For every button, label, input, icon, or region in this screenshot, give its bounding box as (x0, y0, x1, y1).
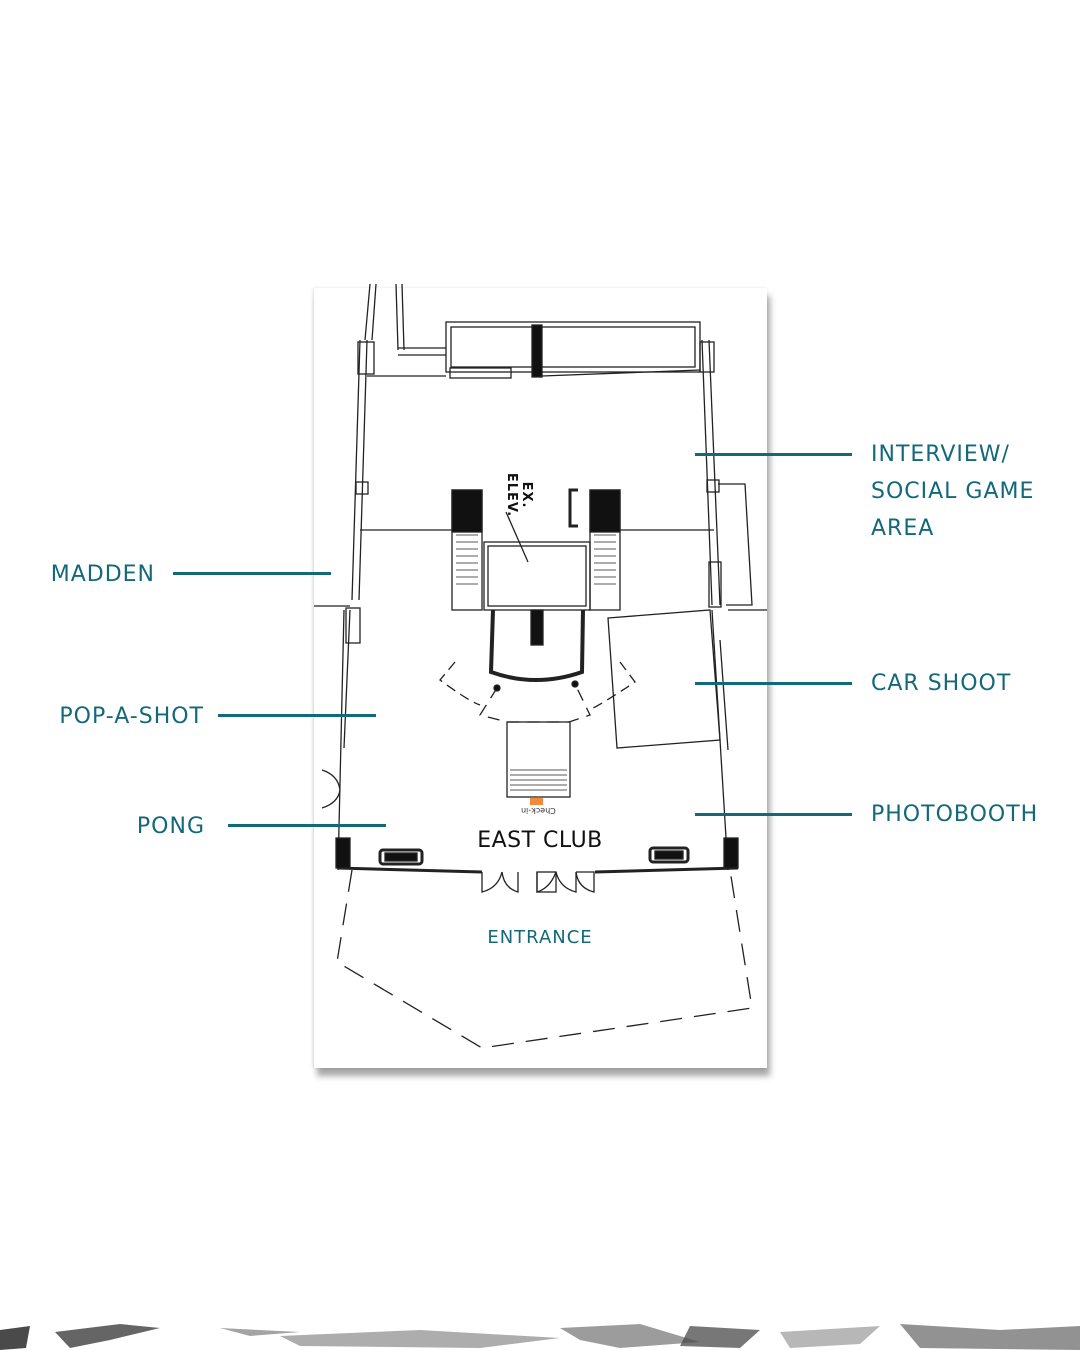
zone-label-pong: PONG (136, 814, 205, 839)
zone-label-line: INTERVIEW/ (871, 442, 1010, 467)
leader-line-photobooth (695, 813, 852, 816)
leader-line-interview (695, 453, 852, 456)
zone-label-interview: INTERVIEW/ SOCIAL GAME AREA (871, 436, 1034, 547)
leader-line-car-shoot (695, 682, 852, 685)
leader-line-pop-a-shot (218, 714, 376, 717)
elevator-label: EX. ELEV. (504, 472, 534, 518)
checkin-label: Check-in (521, 806, 556, 815)
checkin-marker (530, 798, 543, 805)
entrance-label: ENTRANCE (487, 927, 593, 948)
zone-label-line: AREA (871, 516, 935, 541)
zone-label-madden: MADDEN (50, 562, 155, 587)
zone-label-line: CAR SHOOT (871, 671, 1012, 696)
zone-label-car-shoot: CAR SHOOT (871, 665, 1011, 702)
zone-label-photobooth: PHOTOBOOTH (871, 796, 1038, 833)
brush-texture (0, 1324, 1080, 1350)
room-name: EAST CLUB (477, 828, 603, 853)
zone-label-line: PHOTOBOOTH (871, 802, 1039, 827)
zone-label-line: SOCIAL GAME (871, 479, 1035, 504)
leader-line-madden (173, 572, 331, 575)
leader-line-pong (228, 824, 386, 827)
zone-label-pop-a-shot: POP-A-SHOT (59, 704, 204, 729)
